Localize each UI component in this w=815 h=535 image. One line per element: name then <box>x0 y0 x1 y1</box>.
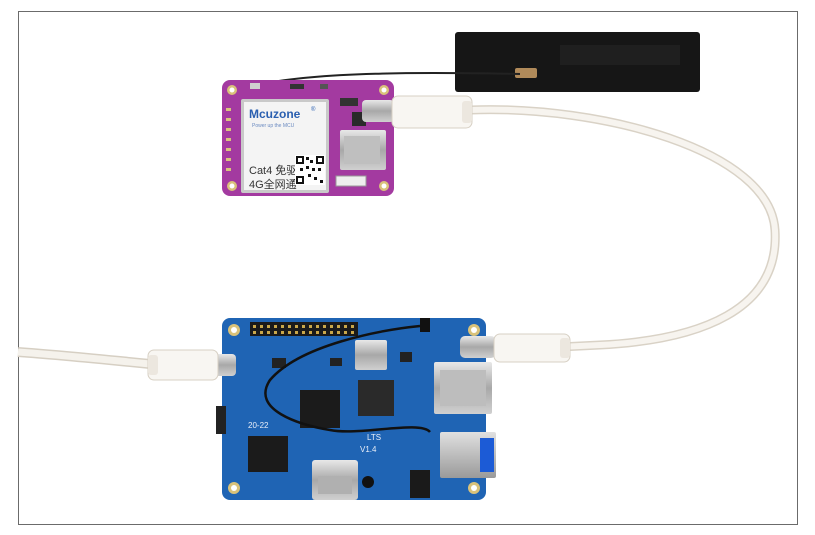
antenna-coax-cable <box>261 72 521 85</box>
board-silk-version: V1.4 <box>360 445 377 454</box>
module-usb-c-plug <box>391 95 473 129</box>
module-line1: Cat4 免驱 <box>249 163 297 177</box>
module-brand-mark: ® <box>311 106 316 113</box>
board-silk-date: 20-22 <box>248 421 269 430</box>
left-usb-c-plug <box>147 349 219 381</box>
board-silk-model: LTS <box>367 433 381 442</box>
module-brand: Mcuzone <box>249 107 301 121</box>
qr-code <box>295 155 325 185</box>
sbc-board <box>214 318 496 500</box>
board-usb-c-plug <box>493 333 571 363</box>
flex-antenna <box>455 32 700 92</box>
module-slogan: Power up the MCU <box>252 123 295 129</box>
module-line2: 4G全网通 <box>249 177 297 191</box>
